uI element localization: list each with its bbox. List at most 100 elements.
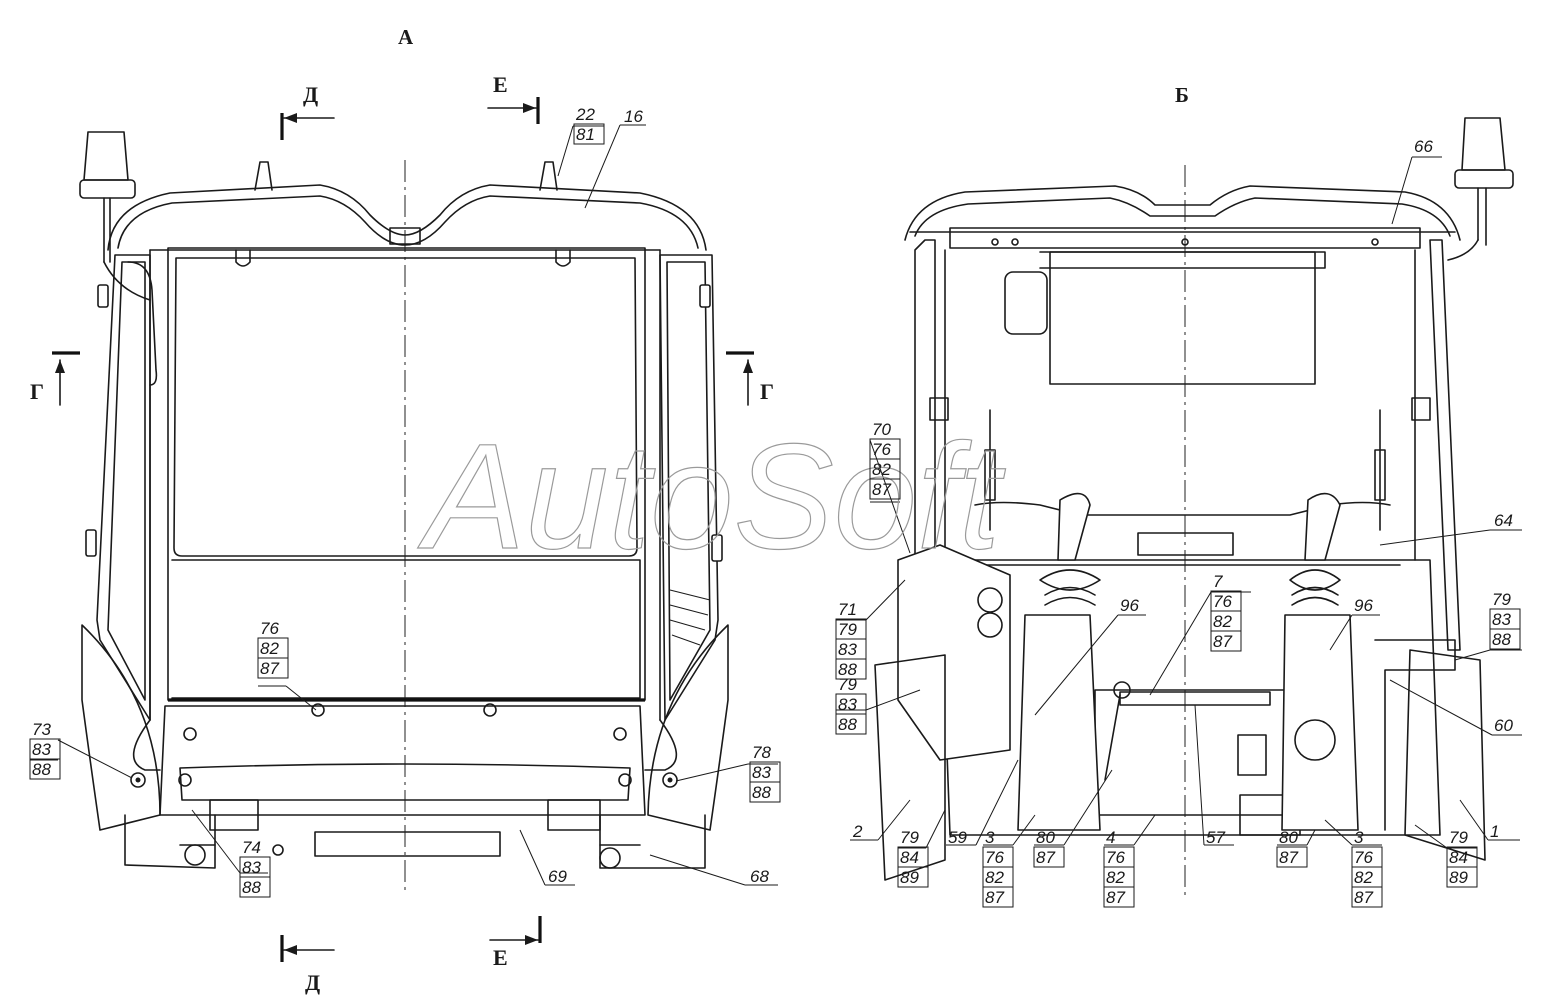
callout-box bbox=[1446, 846, 1478, 888]
callout-box bbox=[835, 693, 867, 735]
callout-number: 57 bbox=[1206, 828, 1225, 847]
callout-number: 88 bbox=[838, 715, 857, 734]
callout-number: 76 bbox=[1106, 848, 1125, 867]
callout-number: 87 bbox=[1279, 848, 1298, 867]
callout-number: 87 bbox=[872, 480, 891, 499]
callout-b-96R: 96 bbox=[1354, 596, 1373, 615]
callout-number: 82 bbox=[260, 639, 279, 658]
section-e-bottom: Е bbox=[493, 945, 508, 970]
leaders-b bbox=[836, 156, 1522, 849]
callout-number: 83 bbox=[752, 763, 771, 782]
callout-number: 66 bbox=[1414, 137, 1433, 156]
view-b-rear: Б bbox=[836, 83, 1522, 895]
callout-number: 71 bbox=[838, 600, 857, 619]
callout-box bbox=[982, 846, 1014, 908]
callout-number: 96 bbox=[1120, 596, 1139, 615]
callout-b-2: 2 bbox=[852, 822, 863, 841]
view-b-label: Б bbox=[1175, 83, 1189, 107]
callout-number: 79 bbox=[1492, 590, 1511, 609]
callout-number: 82 bbox=[1354, 868, 1373, 887]
callout-number: 76 bbox=[260, 619, 279, 638]
callout-number: 59 bbox=[948, 828, 967, 847]
callout-box bbox=[1351, 846, 1383, 908]
callout-box bbox=[835, 618, 867, 680]
cab-base-a bbox=[81, 624, 729, 869]
callout-number: 87 bbox=[985, 888, 1004, 907]
callout-number: 84 bbox=[900, 848, 919, 867]
callout-number: 87 bbox=[1213, 632, 1232, 651]
callout-number: 83 bbox=[32, 740, 51, 759]
callout-number: 88 bbox=[1492, 630, 1511, 649]
callout-number: 82 bbox=[1213, 612, 1232, 631]
callout-number: 80 bbox=[1279, 828, 1298, 847]
callout-box bbox=[1276, 846, 1308, 868]
callout-b-57: 57 bbox=[1206, 828, 1225, 847]
callout-b-1: 1 bbox=[1490, 822, 1499, 841]
callout-b-59: 59 bbox=[948, 828, 967, 847]
section-g-left: Г bbox=[30, 379, 44, 404]
callout-box bbox=[1103, 846, 1135, 908]
callout-number: 4 bbox=[1106, 828, 1115, 847]
windshield-a bbox=[167, 247, 646, 702]
callout-number: 79 bbox=[838, 675, 857, 694]
section-marks-a: Д Е Г Г Д Е bbox=[30, 72, 774, 995]
callout-number: 88 bbox=[752, 783, 771, 802]
callout-box bbox=[1210, 590, 1242, 652]
floor-console-b bbox=[874, 492, 1486, 881]
callout-box bbox=[573, 123, 605, 145]
section-d-top: Д bbox=[303, 82, 318, 107]
callout-a-68: 68 bbox=[750, 867, 769, 886]
callout-number: 88 bbox=[32, 760, 51, 779]
callout-b-60: 60 bbox=[1494, 716, 1513, 735]
callout-number: 83 bbox=[838, 640, 857, 659]
callout-number: 76 bbox=[985, 848, 1004, 867]
callout-number: 76 bbox=[1354, 848, 1373, 867]
callout-box bbox=[29, 738, 61, 780]
section-d-bottom: Д bbox=[305, 970, 320, 995]
callout-b-66: 66 bbox=[1414, 137, 1433, 156]
callout-number: 78 bbox=[752, 743, 771, 762]
callout-box bbox=[239, 856, 271, 898]
roof-b bbox=[904, 185, 1461, 385]
callout-number: 3 bbox=[1354, 828, 1364, 847]
callout-number: 87 bbox=[260, 659, 279, 678]
callout-number: 76 bbox=[1213, 592, 1232, 611]
callout-number: 79 bbox=[1449, 828, 1468, 847]
callout-number: 80 bbox=[1036, 828, 1055, 847]
watermark-text: AutoSoft bbox=[417, 412, 1006, 580]
callout-box bbox=[257, 637, 289, 679]
callout-box bbox=[1489, 608, 1521, 650]
view-a-label: А bbox=[398, 25, 414, 49]
callout-number: 1 bbox=[1490, 822, 1499, 841]
callout-b-64: 64 bbox=[1494, 511, 1513, 530]
callout-a-16: 16 bbox=[624, 107, 643, 126]
callout-number: 88 bbox=[242, 878, 261, 897]
callout-number: 68 bbox=[750, 867, 769, 886]
callout-number: 79 bbox=[900, 828, 919, 847]
section-e-top: Е bbox=[493, 72, 508, 97]
callout-number: 87 bbox=[1106, 888, 1125, 907]
callout-number: 64 bbox=[1494, 511, 1513, 530]
callout-number: 70 bbox=[872, 420, 891, 439]
callout-number: 60 bbox=[1494, 716, 1513, 735]
callout-box bbox=[749, 761, 781, 803]
callout-number: 76 bbox=[872, 440, 891, 459]
callout-b-96L: 96 bbox=[1120, 596, 1139, 615]
cab-body-b bbox=[914, 239, 1461, 651]
callout-number: 79 bbox=[838, 620, 857, 639]
callout-number: 3 bbox=[985, 828, 995, 847]
callout-number: 87 bbox=[1354, 888, 1373, 907]
section-g-right: Г bbox=[760, 379, 774, 404]
callout-number: 22 bbox=[575, 105, 595, 124]
